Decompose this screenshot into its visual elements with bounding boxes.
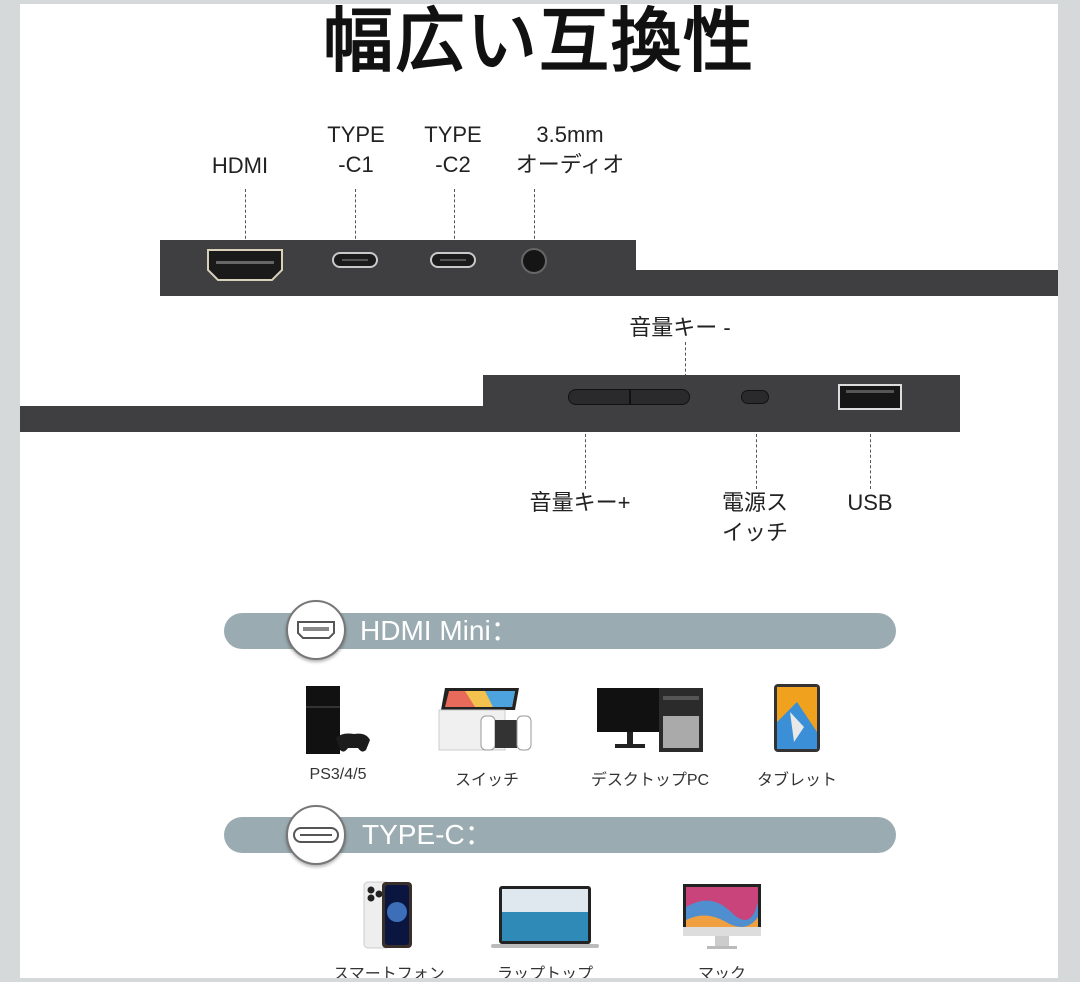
leader-line-power — [756, 434, 757, 489]
laptop-icon — [491, 886, 599, 948]
section-heading-hdmi-mini: HDMI Mini： — [360, 615, 519, 646]
imac-icon — [683, 884, 761, 949]
device-label-smartphone: スマートフォン — [333, 966, 445, 978]
power-button-icon — [741, 390, 769, 404]
hdmi-badge — [286, 600, 346, 660]
leader-line-audio — [534, 189, 535, 244]
usb-c-port-icon — [293, 827, 339, 843]
device-laptop — [488, 880, 602, 950]
label-power: 電源ス イッチ — [721, 490, 788, 545]
compatibility-panel: 幅広い互換性 HDMI TYPE -C1 TYPE -C2 3.5mm オーディ… — [20, 4, 1058, 978]
type-c2-port-icon — [430, 252, 476, 268]
label-type-c1: TYPE -C1 — [327, 122, 385, 177]
label-hdmi: HDMI — [211, 153, 269, 178]
monitor-bottom-edge-thin — [20, 406, 500, 432]
volume-rocker-icon — [568, 389, 690, 405]
label-volume-down: 音量キー - — [629, 315, 731, 340]
device-tablet — [770, 680, 824, 754]
device-label-ps: PS3/4/5 — [309, 766, 367, 783]
leader-line-type-c2 — [454, 189, 455, 244]
page-title: 幅広い互換性 — [323, 4, 755, 82]
leader-line-volume-up — [585, 434, 586, 489]
label-audio: 3.5mm オーディオ — [515, 122, 625, 177]
tablet-icon — [774, 684, 820, 752]
monitor-top-edge-thin — [620, 270, 1058, 296]
type-c-badge — [286, 805, 346, 865]
usb-a-port-icon — [838, 384, 902, 410]
label-usb: USB — [847, 490, 893, 515]
device-ps — [296, 680, 378, 756]
label-volume-up: 音量キー+ — [529, 490, 631, 515]
device-label-tablet: タブレット — [756, 772, 837, 789]
section-heading-type-c: TYPE-C： — [362, 819, 493, 850]
device-switch — [434, 684, 540, 754]
smartphone-icon — [363, 881, 412, 949]
device-desktop — [592, 684, 708, 754]
handheld-console-icon — [438, 688, 532, 751]
game-console-icon — [306, 686, 370, 754]
audio-jack-icon — [521, 248, 547, 274]
device-label-laptop: ラップトップ — [496, 966, 593, 978]
leader-line-type-c1 — [355, 189, 356, 244]
hdmi-port-icon — [207, 249, 283, 281]
device-label-mac: マック — [697, 966, 746, 978]
leader-line-usb — [870, 434, 871, 489]
label-type-c2: TYPE -C2 — [424, 122, 482, 177]
device-label-desktop: デスクトップPC — [590, 772, 710, 789]
desktop-pc-icon — [597, 688, 703, 752]
leader-line-hdmi — [245, 189, 246, 244]
device-smartphone — [356, 878, 420, 950]
type-c1-port-icon — [332, 252, 378, 268]
device-mac — [680, 880, 764, 952]
device-label-switch: スイッチ — [454, 772, 519, 789]
hdmi-port-icon — [297, 621, 335, 639]
leader-line-volume-down — [685, 342, 686, 377]
